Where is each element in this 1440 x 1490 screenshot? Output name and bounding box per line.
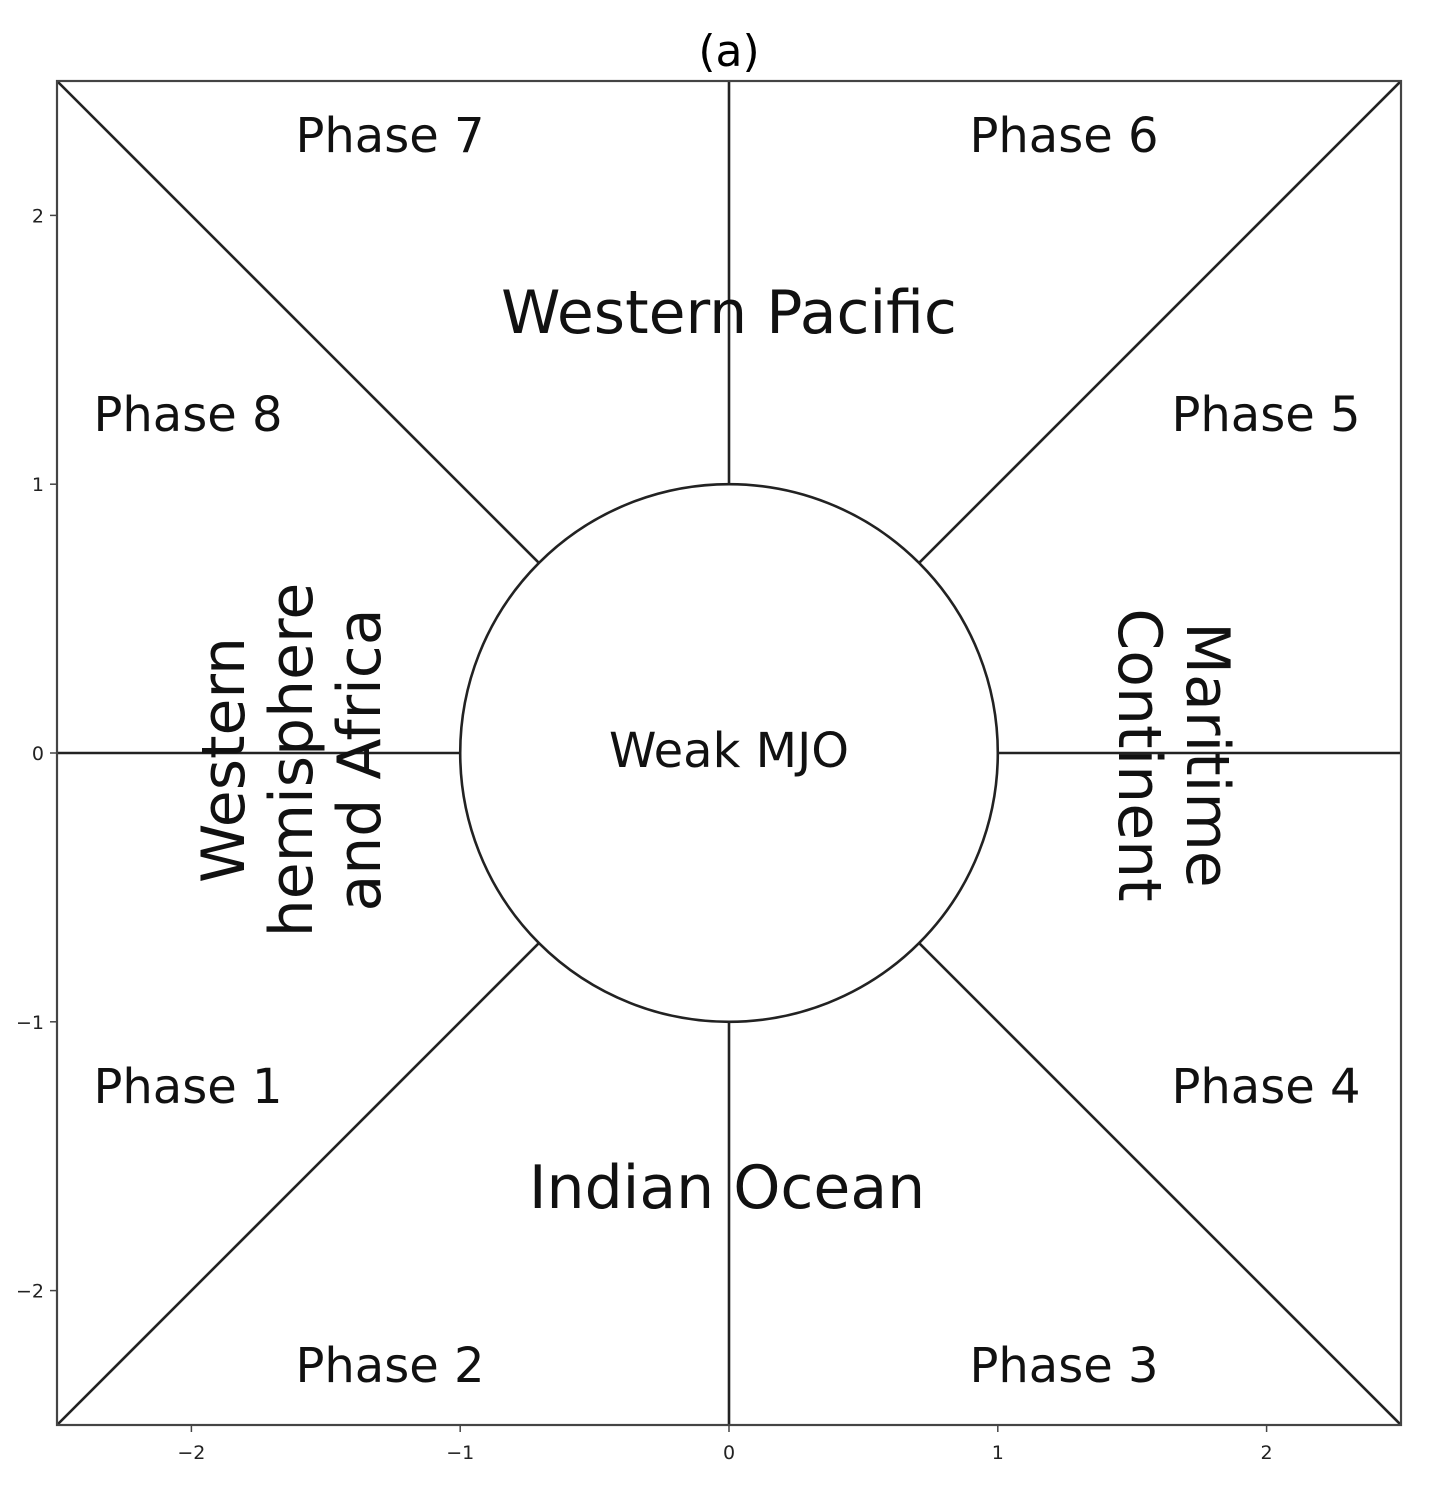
region-right-line-2: Continent — [1104, 608, 1174, 901]
diag-top-left — [56, 80, 540, 564]
y-tick-label: 0 — [32, 743, 44, 765]
phase-3-label: Phase 3 — [969, 1338, 1158, 1394]
x-tick-label: −1 — [446, 1442, 474, 1464]
phase-2-label: Phase 2 — [295, 1338, 484, 1394]
region-indian-ocean: Indian Ocean — [529, 1153, 925, 1223]
phase-1-label: Phase 1 — [93, 1059, 282, 1115]
axis-ticks: −2 −1 0 1 2 −2 −1 0 1 2 — [16, 205, 1273, 1464]
y-tick-label: 2 — [32, 205, 44, 227]
weak-mjo-circle — [458, 482, 1000, 1024]
region-left-line-1: Western — [189, 637, 259, 883]
diag-bottom-left — [56, 942, 540, 1426]
phase-5-label: Phase 5 — [1171, 387, 1360, 443]
phase-8-label: Phase 8 — [93, 387, 282, 443]
phase-6-label: Phase 6 — [969, 108, 1158, 164]
region-western-hemisphere-africa: Western hemisphere and Africa — [189, 583, 395, 938]
region-western-pacific: Western Pacific — [501, 278, 957, 348]
x-tick-label: 1 — [992, 1442, 1004, 1464]
diag-top-right — [918, 80, 1402, 564]
region-maritime-continent: Maritime Continent — [1104, 608, 1242, 901]
diag-bottom-right — [918, 942, 1402, 1426]
x-tick-label: 0 — [723, 1442, 735, 1464]
region-left-line-2: hemisphere — [257, 583, 327, 938]
x-tick-label: −2 — [177, 1442, 205, 1464]
y-tick-label: −1 — [16, 1012, 44, 1034]
phase-4-label: Phase 4 — [1171, 1059, 1360, 1115]
phase-7-label: Phase 7 — [295, 108, 484, 164]
chart-title: (a) — [698, 26, 759, 77]
diagram-lines — [56, 80, 1402, 1426]
region-left-line-3: and Africa — [325, 608, 395, 911]
region-right-line-1: Maritime — [1172, 622, 1242, 887]
y-tick-label: −2 — [16, 1281, 44, 1303]
weak-mjo-label: Weak MJO — [609, 723, 849, 779]
y-tick-label: 1 — [32, 474, 44, 496]
x-tick-label: 2 — [1261, 1442, 1273, 1464]
